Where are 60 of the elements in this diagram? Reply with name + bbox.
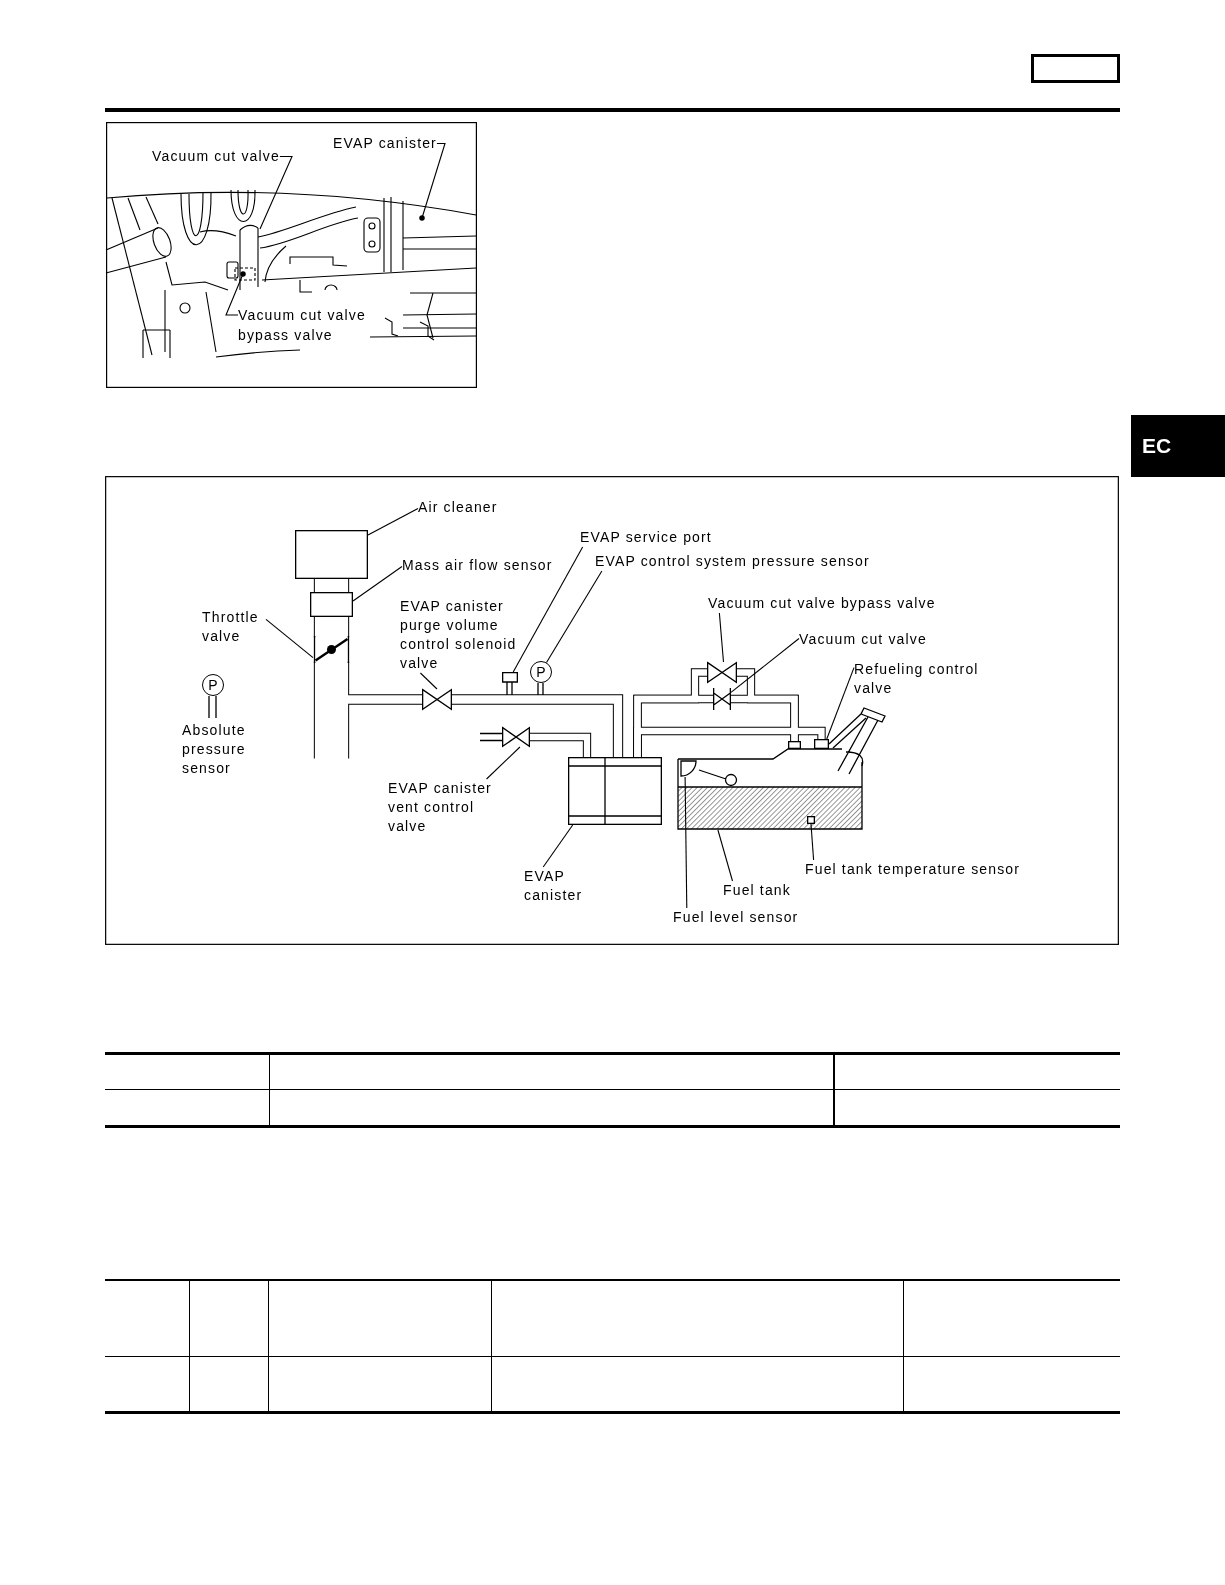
valve-symbol bbox=[422, 689, 452, 710]
sensor-caption: Absolute pressure sensor bbox=[182, 721, 247, 778]
diagram-frame bbox=[105, 476, 1119, 945]
hose bbox=[313, 615, 350, 638]
leader-line bbox=[545, 570, 603, 664]
part-label: Fuel tank temperature sensor bbox=[805, 860, 1021, 879]
part-label: Air cleaner bbox=[418, 498, 498, 517]
valve-fitting bbox=[814, 739, 829, 749]
illustration-frame bbox=[106, 122, 477, 388]
leader-line bbox=[419, 142, 446, 221]
leader-line bbox=[265, 618, 314, 659]
leader-line bbox=[225, 271, 246, 316]
leader-line bbox=[512, 546, 584, 673]
pressure-sensor-symbol: P bbox=[530, 661, 552, 683]
leader-line bbox=[810, 823, 815, 861]
leader-line bbox=[826, 667, 855, 740]
part-label: Throttle valve bbox=[202, 608, 266, 646]
leader-line bbox=[717, 829, 734, 882]
port-fitting bbox=[502, 672, 518, 695]
hose bbox=[729, 694, 799, 743]
leader-line bbox=[730, 638, 800, 693]
section-tab: EC bbox=[1131, 415, 1225, 477]
leader-line bbox=[542, 824, 574, 868]
part-label: Mass air flow sensor bbox=[402, 556, 553, 575]
leader-line bbox=[419, 672, 438, 690]
part-label: EVAP canister bbox=[333, 134, 437, 153]
part-label: Refueling control valve bbox=[854, 660, 986, 698]
hose bbox=[528, 732, 592, 759]
level-sensor bbox=[680, 760, 697, 777]
leader-line bbox=[367, 507, 419, 536]
part-label: Vacuum cut valve bbox=[799, 630, 927, 649]
hose bbox=[313, 661, 350, 760]
part-label: Vacuum cut valve bypass valve bbox=[238, 305, 372, 345]
air-cleaner-box bbox=[295, 530, 368, 579]
part-label: Fuel tank bbox=[723, 881, 791, 900]
leader-line bbox=[684, 776, 688, 909]
part-label: EVAP canister bbox=[524, 867, 588, 905]
part-label: Fuel level sensor bbox=[673, 908, 799, 927]
pressure-sensor-symbol: P bbox=[202, 674, 224, 696]
part-label: EVAP canister purge volume control solenoid valve bbox=[400, 597, 520, 673]
valve-symbol bbox=[707, 662, 737, 683]
valve-fitting bbox=[788, 741, 801, 749]
part-label: EVAP control system pressure sensor bbox=[595, 552, 870, 571]
hose bbox=[450, 694, 624, 759]
canister-box bbox=[568, 757, 662, 825]
fuel-tank bbox=[677, 746, 863, 830]
check-valve-symbol bbox=[713, 688, 731, 710]
leader-line bbox=[486, 746, 521, 780]
part-label: EVAP service port bbox=[580, 528, 712, 547]
throttle-plate bbox=[313, 636, 350, 663]
leader-line bbox=[259, 155, 293, 230]
leader-line bbox=[718, 612, 725, 663]
part-label: EVAP canister vent control valve bbox=[388, 779, 500, 836]
valve-symbol bbox=[502, 727, 530, 747]
hose bbox=[633, 726, 826, 759]
sensor-fitting bbox=[807, 816, 815, 824]
sensor-box bbox=[310, 592, 353, 617]
leader-line bbox=[352, 565, 403, 602]
part-label: Vacuum cut valve bypass valve bbox=[708, 594, 936, 613]
part-label: Vacuum cut valve bbox=[152, 147, 280, 166]
